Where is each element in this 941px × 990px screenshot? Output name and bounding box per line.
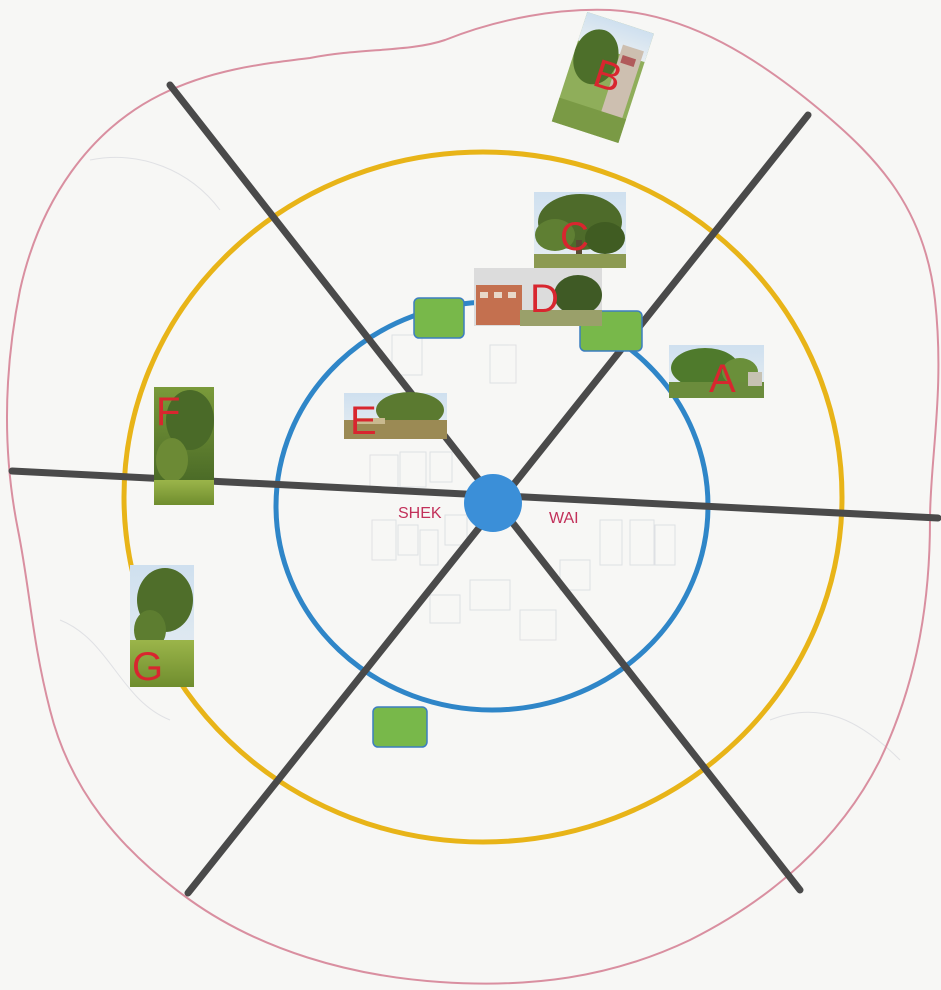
photo-a: A — [669, 345, 764, 401]
photo-letter: F — [156, 390, 180, 434]
green-marker — [414, 298, 464, 338]
photo-letter: G — [132, 645, 163, 689]
photo-f: F — [154, 387, 214, 505]
photo-b: B — [552, 12, 654, 143]
center-label-wai: WAI — [549, 510, 579, 527]
photos: A B C — [130, 12, 764, 689]
photo-c: C — [534, 192, 626, 268]
photo-d: D — [474, 268, 602, 326]
center-label-shek: SHEK — [398, 505, 442, 522]
photo-letter: D — [530, 277, 559, 321]
photo-letter: C — [560, 215, 589, 259]
photo-letter: E — [350, 399, 377, 443]
photo-e: E — [344, 392, 447, 443]
green-marker — [373, 707, 427, 747]
photo-letter: A — [709, 357, 736, 401]
center-dot — [464, 474, 522, 532]
photo-g: G — [130, 565, 194, 689]
